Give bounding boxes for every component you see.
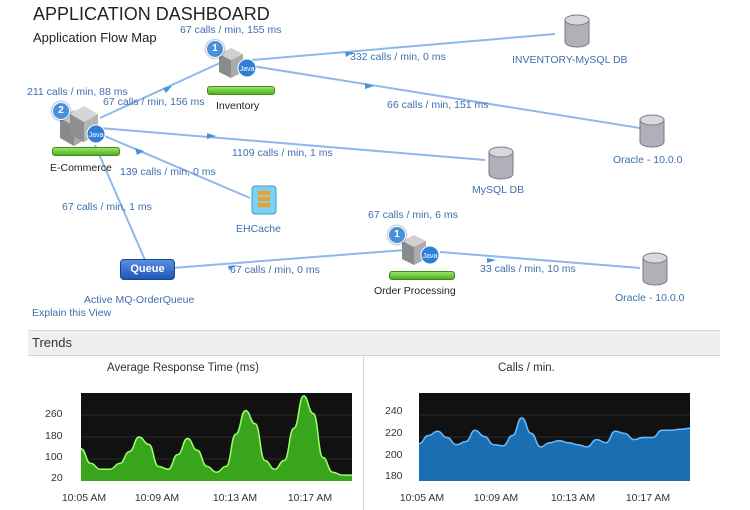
order-processing-node[interactable]: Java [398,233,444,276]
calls-plot [418,414,691,481]
order-processing-badge[interactable]: 1 [388,226,406,244]
edge-label-order-calls: 67 calls / min, 6 ms [368,209,458,221]
ehcache-label[interactable]: EHCache [236,223,281,235]
arrow-ecom-mysql [207,133,216,139]
x-tick: 10:17 AM [287,492,333,504]
arrow-queue-order [228,265,237,270]
x-tick: 10:17 AM [625,492,671,504]
arrow-inventory-oracle [365,83,374,89]
order-processing-health-bar [389,271,455,280]
explain-view-link[interactable]: Explain this View [32,307,112,319]
inventory-badge[interactable]: 1 [206,40,224,58]
edge-ecom-queue [94,144,146,261]
edge-label-inventory-mysql: 332 calls / min, 0 ms [350,51,446,63]
edge-ecom-inventory [99,61,223,119]
series-line [80,395,352,476]
x-tick: 10:13 AM [212,492,258,504]
y-tick: 200 [385,449,403,461]
series-line [418,417,691,448]
arrow-ecom-inventory [163,86,172,93]
svg-text:Java: Java [240,66,255,73]
ecommerce-health-bar [52,147,120,156]
y-tick: 100 [45,451,63,463]
response-time-chart-title: Average Response Time (ms) [107,362,259,374]
inventory-health-bar [207,86,275,95]
inventory-label[interactable]: Inventory [216,100,260,112]
y-tick: 180 [385,470,403,482]
trends-title: Trends [32,335,72,350]
edge-ecom-mysql [99,127,486,161]
ecommerce-badge[interactable]: 2 [52,102,70,120]
oracle-top-db-label[interactable]: Oracle - 10.0.0 [613,154,683,166]
oracle-bottom-db[interactable] [641,252,669,291]
y-tick: 260 [45,408,63,420]
edge-label-ecom-mysql: 1109 calls / min, 1 ms [232,147,333,159]
x-tick: 10:05 AM [399,492,445,504]
x-tick: 10:09 AM [134,492,180,504]
page-title: APPLICATION DASHBOARD [33,4,270,24]
order-processing-label[interactable]: Order Processing [374,285,456,297]
y-tick: 180 [45,430,63,442]
edge-label-ecommerce-calls: 211 calls / min, 88 ms [27,86,128,98]
series-area [81,395,352,481]
flow-connectors [94,33,641,270]
ehcache-node[interactable] [250,184,278,221]
database-icon [564,14,590,48]
database-icon [488,146,514,180]
calls-chart-title: Calls / min. [498,362,555,374]
edge-inventory-mysql [251,33,556,61]
panel-divider [363,356,364,510]
y-tick: 20 [51,472,63,484]
y-tick: 220 [385,427,403,439]
database-icon [642,252,668,286]
edge-order-oracle [439,251,641,269]
java-server-icon: Java [402,235,440,265]
database-icon [639,114,665,148]
oracle-top-db[interactable] [638,114,666,153]
edge-ecom-ehcache [99,133,251,199]
y-tick: 240 [385,405,403,417]
edge-label-order-oracle: 33 calls / min, 10 ms [480,263,576,275]
queue-label[interactable]: Active MQ-OrderQueue [84,294,195,306]
page-subtitle: Application Flow Map [33,30,157,45]
inventory-node[interactable]: Java [215,44,261,87]
svg-text:Java: Java [89,132,104,139]
response-time-chart [80,393,352,481]
java-server-icon: Java [219,48,257,78]
cache-icon [251,185,277,215]
response-time-plot [80,395,352,481]
inventory-mysql-db-label[interactable]: INVENTORY-MySQL DB [512,54,628,66]
edge-label-inventory-calls: 67 calls / min, 155 ms [180,24,282,36]
edge-queue-order [171,249,406,269]
mysql-db[interactable] [487,146,515,185]
edge-label-queue-order: 67 calls / min, 0 ms [230,264,320,276]
arrow-order-oracle [487,258,496,263]
edge-label-ecom-inventory: 67 calls / min, 156 ms [103,96,205,108]
oracle-bottom-db-label[interactable]: Oracle - 10.0.0 [615,292,685,304]
x-tick: 10:09 AM [473,492,519,504]
inventory-mysql-db[interactable] [563,14,591,53]
trends-header: Trends [28,330,720,356]
queue-button[interactable]: Queue [120,259,175,280]
edge-label-ecom-queue: 67 calls / min, 1 ms [62,201,152,213]
x-tick: 10:05 AM [61,492,107,504]
ecommerce-label[interactable]: E-Commerce [50,162,112,174]
calls-chart [418,393,691,481]
edge-label-inventory-oracle: 66 calls / min, 151 ms [387,99,489,111]
arrow-inventory-mysql [345,52,354,57]
x-tick: 10:13 AM [550,492,596,504]
svg-text:Java: Java [423,253,438,260]
edge-label-ecom-ehcache: 139 calls / min, 0 ms [120,166,216,178]
mysql-db-label[interactable]: MySQL DB [472,184,525,196]
arrow-ecom-ehcache [135,148,144,155]
edge-inventory-oracle [251,65,641,129]
series-area [419,417,690,481]
